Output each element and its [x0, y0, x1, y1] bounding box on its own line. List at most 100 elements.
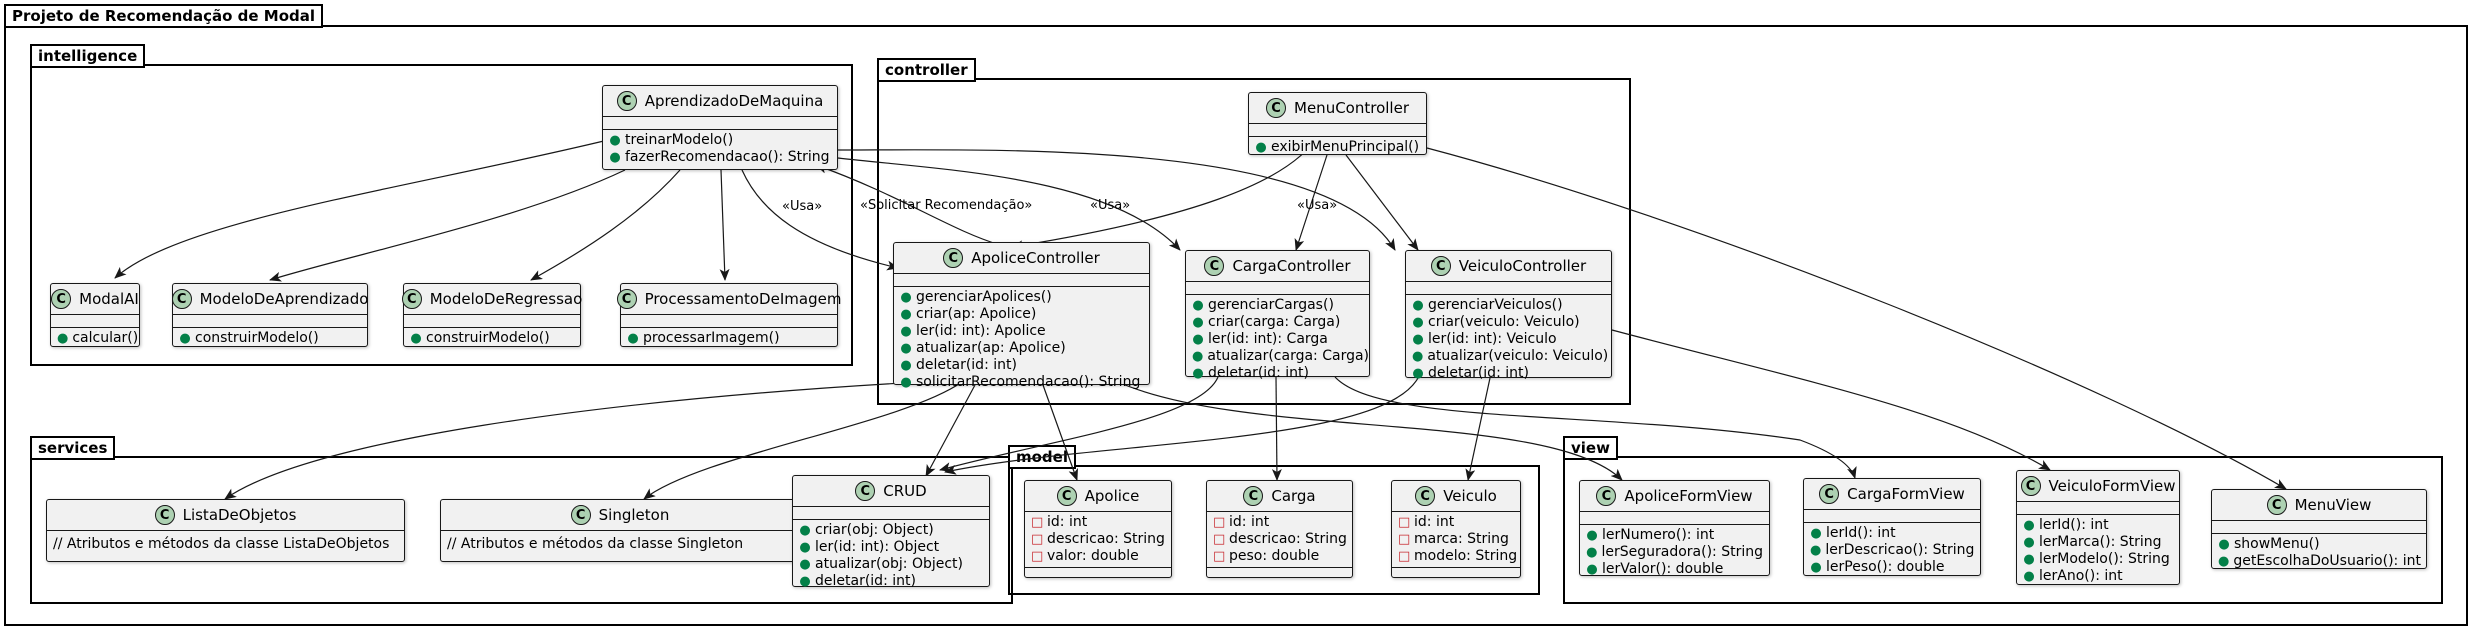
class-icon: C — [616, 91, 637, 111]
public-marker-icon: ● — [1810, 526, 1822, 541]
public-marker-icon: ● — [900, 307, 912, 322]
attribute: descricao: String — [1229, 531, 1347, 547]
method: lerValor(): double — [1602, 561, 1724, 577]
public-marker-icon: ● — [1192, 366, 1204, 381]
edge-apolicecontroller-listadeobjetos — [224, 381, 921, 500]
class-icon: C — [1266, 98, 1287, 118]
class-name: ListaDeObjetos — [182, 506, 297, 524]
class-icon: C — [1596, 486, 1617, 506]
method: solicitarRecomendacao(): String — [916, 374, 1141, 390]
edge-solicitar-recomendacao — [815, 163, 1001, 246]
method: treinarModelo() — [625, 132, 734, 148]
method: ler(id: int): Veiculo — [1428, 331, 1557, 347]
edge-usa-veiculocontroller — [837, 149, 1396, 251]
attributes-section — [894, 274, 1149, 287]
class-name: Carga — [1271, 487, 1316, 505]
class-name: Apolice — [1084, 487, 1140, 505]
method: criar(obj: Object) — [815, 522, 934, 538]
class-name: ModeloDeAprendizado — [199, 290, 369, 308]
label-usa-apolice: «Usa» — [782, 199, 822, 214]
methods-section: ●lerNumero(): int ●lerSeguradora(): Stri… — [1580, 525, 1769, 580]
public-marker-icon: ● — [1412, 349, 1424, 364]
private-marker-icon: □ — [1398, 549, 1411, 564]
class-icon: C — [51, 289, 72, 309]
method: construirModelo() — [195, 330, 319, 346]
private-marker-icon: □ — [1213, 515, 1226, 530]
public-marker-icon: ● — [627, 331, 639, 346]
attribute: modelo: String — [1414, 548, 1518, 564]
public-marker-icon: ● — [2023, 569, 2035, 584]
public-marker-icon: ● — [2023, 535, 2035, 550]
method: fazerRecomendacao(): String — [625, 149, 830, 165]
attribute: id: int — [1414, 514, 1455, 530]
methods-section: ●gerenciarVeiculos() ●criar(veiculo: Vei… — [1406, 295, 1611, 384]
edge-aprendizado-modeloaprendizado — [269, 169, 626, 282]
method: atualizar(veiculo: Veiculo) — [1427, 348, 1609, 364]
method: lerSeguradora(): String — [1601, 544, 1763, 560]
method: lerPeso(): double — [1826, 559, 1945, 575]
public-marker-icon: ● — [1255, 140, 1267, 155]
attributes-section — [2212, 521, 2426, 534]
methods-section: ●construirModelo() — [173, 328, 367, 349]
public-marker-icon: ● — [1412, 315, 1424, 330]
methods-section — [1025, 568, 1171, 580]
methods-section: ● processarImagem() — [621, 328, 837, 349]
public-marker-icon: ● — [1412, 332, 1424, 347]
edge-menu-menuview — [1426, 147, 2287, 490]
package-outer: Projeto de Recomendação de Modal — [4, 4, 2468, 626]
attributes-section — [173, 315, 367, 328]
private-marker-icon: □ — [1398, 532, 1411, 547]
label-solicitar-recomendacao: «Solicitar Recomendação» — [860, 198, 1032, 213]
public-marker-icon: ● — [1810, 543, 1822, 558]
method: lerModelo(): String — [2039, 551, 2170, 567]
class-name: ApoliceController — [971, 249, 1100, 267]
attributes-section: □id: int □descricao: String □peso: doubl… — [1207, 512, 1352, 568]
attributes-section — [603, 117, 837, 130]
class-name: ModeloDeRegressao — [429, 290, 583, 308]
public-marker-icon: ● — [1586, 562, 1598, 577]
attribute: marca: String — [1414, 531, 1509, 547]
attributes-section — [1406, 282, 1611, 295]
public-marker-icon: ● — [1412, 298, 1424, 313]
private-marker-icon: □ — [1031, 532, 1044, 547]
methods-section: ●gerenciarApolices() ●criar(ap: Apolice)… — [894, 287, 1149, 393]
method: criar(veiculo: Veiculo) — [1428, 314, 1580, 330]
attributes-section — [1580, 512, 1769, 525]
package-view-tab: view — [1563, 436, 1618, 460]
package-services-tab: services — [30, 436, 116, 460]
class-icon: C — [1243, 486, 1264, 506]
edge-menu-cargacontroller — [1294, 154, 1328, 251]
edge-apolicecontroller-apolice — [1042, 384, 1079, 481]
method: lerId(): int — [2039, 517, 2109, 533]
public-marker-icon: ● — [900, 341, 912, 356]
method: deletar(id: int) — [1428, 365, 1529, 381]
method: ler(id: int): Carga — [1208, 331, 1328, 347]
methods-section: ●exibirMenuPrincipal() — [1249, 137, 1426, 158]
class-note: // Atributos e métodos da classe Singlet… — [447, 536, 744, 552]
private-marker-icon: □ — [1213, 549, 1226, 564]
package-services: services — [30, 436, 1013, 604]
class-name: Singleton — [598, 506, 670, 524]
methods-section: ●criar(obj: Object) ●ler(id: int): Objec… — [793, 520, 989, 592]
methods-section: ●gerenciarCargas() ●criar(carga: Carga) … — [1186, 295, 1369, 384]
method: criar(ap: Apolice) — [916, 306, 1037, 322]
class-name: MenuController — [1294, 99, 1409, 117]
method: atualizar(carga: Carga) — [1207, 348, 1369, 364]
class-carga: C Carga □id: int □descricao: String □peso… — [1206, 480, 1353, 578]
attributes-section — [793, 507, 989, 520]
public-marker-icon: ● — [799, 523, 811, 538]
method: processarImagem() — [643, 330, 780, 346]
class-name: Veiculo — [1443, 487, 1497, 505]
edge-aprendizado-modalai — [114, 139, 609, 279]
class-icon: C — [1204, 256, 1225, 276]
edge-veiculocontroller-veiculoformview — [1611, 329, 2051, 471]
